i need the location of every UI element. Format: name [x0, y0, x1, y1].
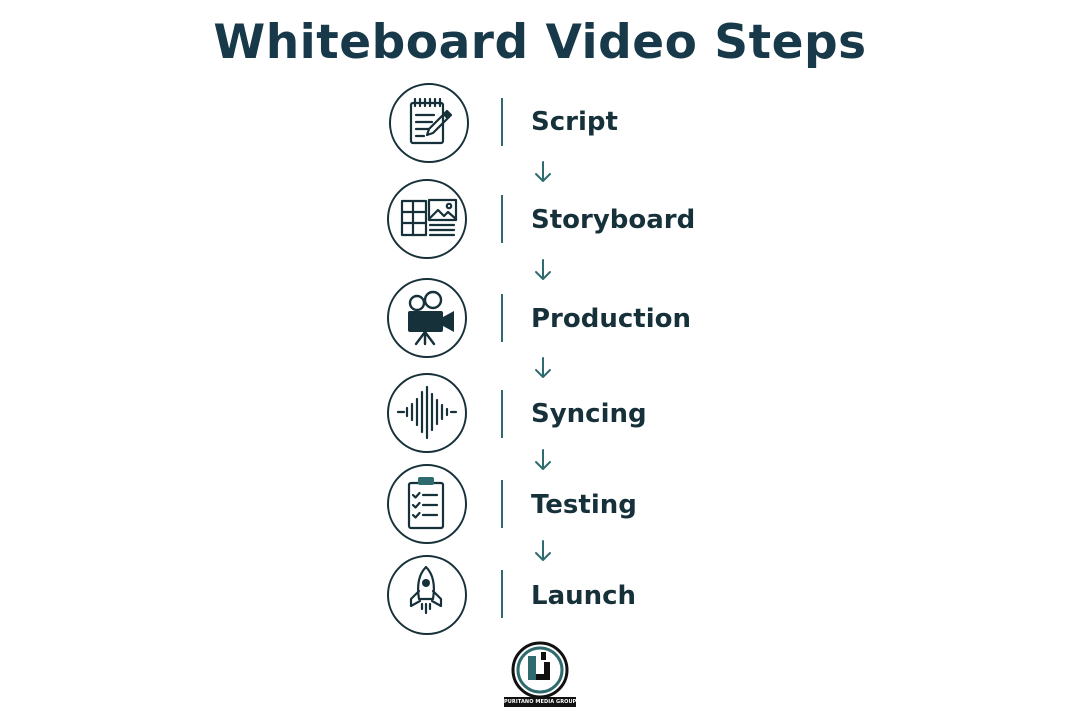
checklist-clipboard-icon: [407, 477, 445, 530]
down-arrow-icon: [535, 357, 551, 378]
step-divider: [501, 480, 503, 528]
logo-icon: [511, 641, 569, 699]
down-arrow-icon: [535, 259, 551, 280]
storyboard-icon: [400, 198, 458, 237]
step-label-storyboard: Storyboard: [531, 205, 696, 235]
step-icon-circle: [387, 179, 467, 259]
step-label-production: Production: [531, 304, 691, 334]
down-arrow-icon: [535, 161, 551, 182]
video-camera-icon: [408, 290, 454, 346]
rocket-icon: [409, 565, 443, 615]
step-divider: [501, 195, 503, 243]
step-divider: [501, 294, 503, 342]
step-icon-circle: [389, 83, 469, 163]
step-icon-circle: [387, 464, 467, 544]
step-divider: [501, 390, 503, 438]
down-arrow-icon: [535, 540, 551, 561]
page-title: Whiteboard Video Steps: [213, 15, 867, 70]
notepad-pencil-icon: [409, 97, 453, 145]
step-label-syncing: Syncing: [531, 399, 647, 429]
step-icon-circle: [387, 555, 467, 635]
sound-wave-icon: [396, 385, 458, 440]
down-arrow-icon: [535, 449, 551, 470]
step-icon-circle: [387, 278, 467, 358]
step-divider: [501, 98, 503, 146]
step-label-testing: Testing: [531, 490, 637, 520]
step-divider: [501, 570, 503, 618]
logo-wordmark: PURITANO MEDIA GROUP: [504, 697, 576, 707]
step-icon-circle: [387, 373, 467, 453]
step-label-launch: Launch: [531, 581, 637, 611]
step-label-script: Script: [531, 107, 618, 137]
